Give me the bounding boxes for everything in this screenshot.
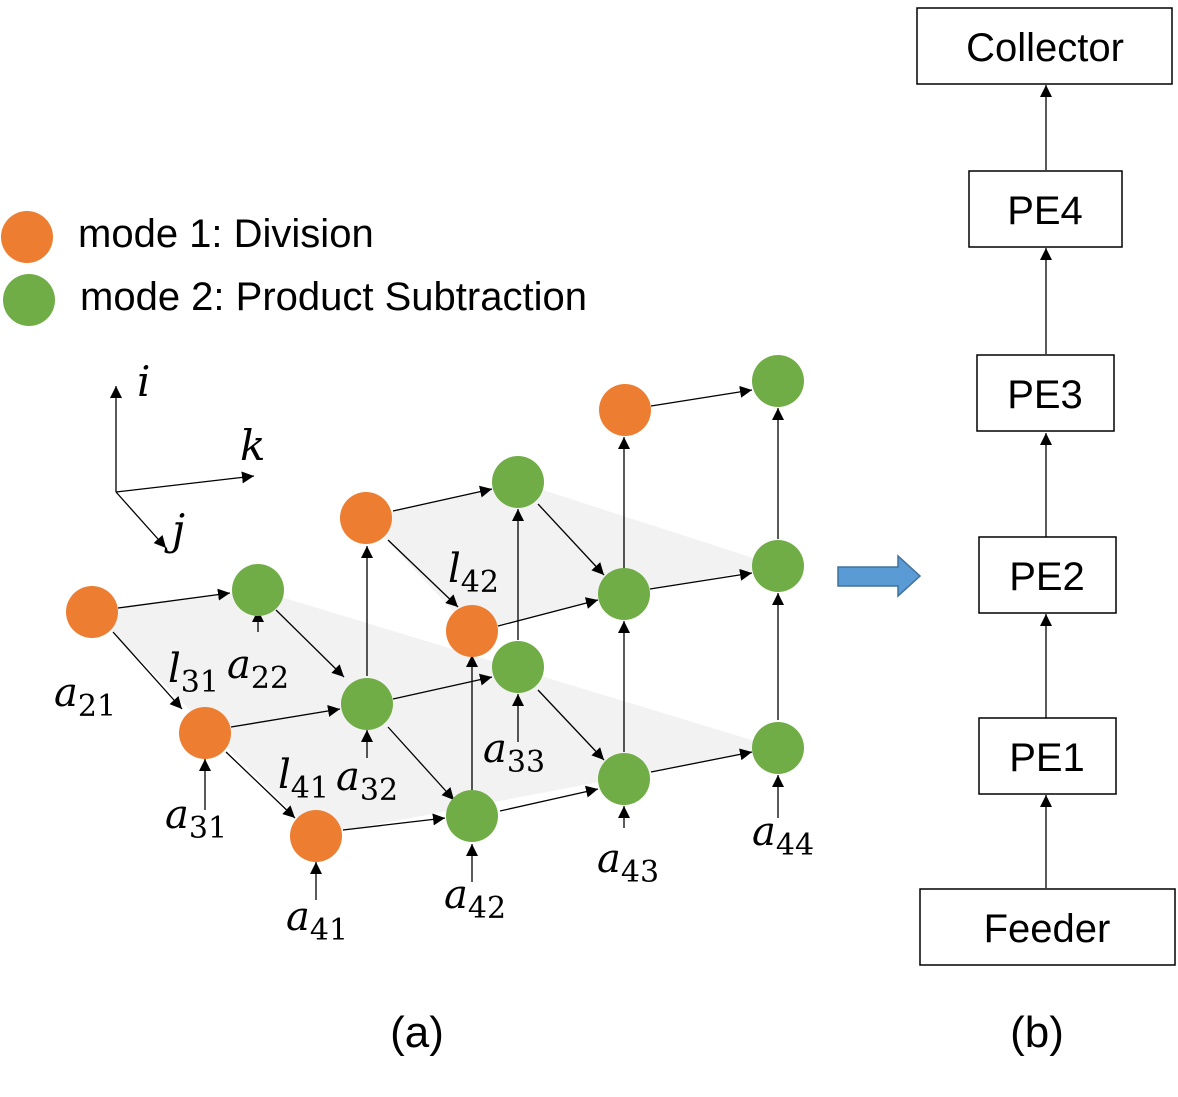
label-a44: a44: [752, 809, 814, 863]
legend-mode2-label: mode 2: Product Subtraction: [80, 275, 587, 319]
label-l41: l41: [278, 752, 329, 806]
node-product-subtraction: [341, 678, 393, 730]
pipeline: Collector PE4 PE3 PE2 PE1 Feeder: [916, 7, 1176, 966]
node-division: [66, 586, 118, 638]
axis-k-label: k: [240, 421, 265, 470]
node-product-subtraction: [752, 355, 804, 407]
label-l42: l42: [448, 546, 499, 600]
plane-top: [366, 482, 778, 631]
j-arrows: [112, 503, 605, 819]
legend-mode1-label: mode 1: Division: [78, 212, 374, 256]
caption-b: (b): [1010, 1008, 1064, 1057]
node-division: [599, 384, 651, 436]
node-division: [179, 707, 231, 759]
axis-j-label: j: [164, 505, 185, 554]
pe2-label: PE2: [1009, 555, 1085, 599]
node-product-subtraction: [232, 564, 284, 616]
axis-triad: [110, 386, 255, 549]
i-arrows: [199, 408, 784, 900]
caption-a: (a): [390, 1008, 444, 1057]
pe3-label: PE3: [1007, 373, 1083, 417]
k-arrows: [117, 385, 753, 831]
legend-mode2-swatch: [3, 274, 55, 326]
pe1-box: [978, 717, 1117, 795]
label-a22: a22: [227, 642, 289, 696]
node-division: [290, 810, 342, 862]
collector-label: Collector: [966, 26, 1124, 70]
node-division: [340, 492, 392, 544]
node-product-subtraction: [752, 540, 804, 592]
node-product-subtraction: [446, 790, 498, 842]
transition-arrow: [837, 554, 922, 598]
node-product-subtraction: [492, 641, 544, 693]
label-a33: a33: [483, 726, 545, 780]
feeder-label: Feeder: [984, 907, 1111, 951]
node-product-subtraction: [492, 456, 544, 508]
legend: mode 1: Division mode 2: Product Subtrac…: [1, 211, 587, 326]
label-a31: a31: [165, 792, 227, 846]
label-a43: a43: [597, 836, 659, 890]
node-division: [446, 605, 498, 657]
math-labels: a21 a22 l31 a31 l41 a32 l42 a33 a41 a42 …: [54, 546, 814, 948]
legend-mode1-swatch: [1, 211, 53, 263]
pe3-box: [976, 354, 1115, 432]
pe4-label: PE4: [1007, 189, 1083, 233]
label-a32: a32: [336, 754, 398, 808]
node-product-subtraction: [752, 722, 804, 774]
node-product-subtraction: [598, 753, 650, 805]
label-a41: a41: [286, 894, 348, 948]
feeder-box: [919, 888, 1176, 966]
pe1-label: PE1: [1009, 736, 1085, 780]
axis-i-label: i: [137, 357, 150, 406]
collector-box: [916, 7, 1173, 85]
pe2-box: [978, 536, 1117, 614]
node-product-subtraction: [598, 568, 650, 620]
label-a42: a42: [444, 872, 506, 926]
label-a21: a21: [54, 670, 116, 724]
nodes: [66, 355, 804, 862]
pe4-box: [968, 170, 1123, 248]
label-l31: l31: [168, 646, 219, 700]
